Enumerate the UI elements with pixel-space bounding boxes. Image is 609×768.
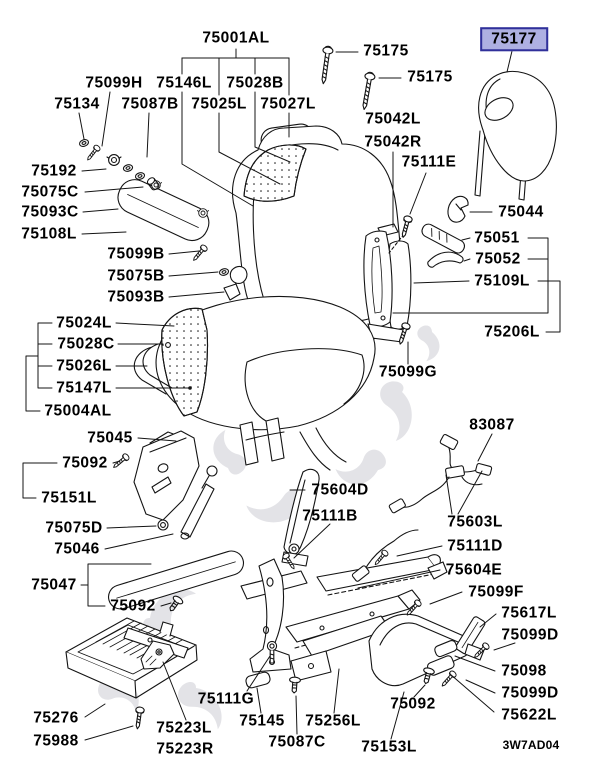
part-label-75177-2: 75177	[480, 27, 548, 51]
part-label-75046-39: 75046	[54, 540, 100, 558]
part-label-75092-45: 75092	[110, 597, 156, 615]
part-label-75153l-56: 75153L	[361, 738, 417, 756]
part-label-75087c-55: 75087C	[268, 733, 326, 751]
seat-rail-frame-drawing	[240, 554, 448, 682]
part-label-75151l-35: 75151L	[41, 489, 97, 507]
part-label-75004al-30: 75004AL	[44, 402, 112, 420]
part-label-75087b-8: 75087B	[121, 95, 179, 113]
part-label-75223r-60: 75223R	[156, 740, 214, 758]
part-label-75093b-20: 75093B	[107, 288, 165, 306]
part-label-75622l-50: 75622L	[501, 706, 557, 724]
part-label-75111d-41: 75111D	[447, 537, 503, 555]
leader-lines	[22, 48, 561, 741]
part-label-75099d-49: 75099D	[501, 684, 559, 702]
part-label-75042r-12: 75042R	[364, 133, 422, 151]
part-label-75042l-11: 75042L	[365, 110, 421, 128]
part-label-75093c-16: 75093C	[21, 203, 79, 221]
part-label-75276-57: 75276	[33, 709, 79, 727]
part-label-75604e-43: 75604E	[445, 561, 503, 579]
part-label-75108l-17: 75108L	[21, 225, 77, 243]
underseat-tray-drawing	[65, 617, 198, 699]
part-label-75026l-28: 75026L	[56, 357, 112, 375]
part-label-75111g-52: 75111G	[197, 690, 255, 708]
part-label-75206l-25: 75206L	[484, 323, 540, 341]
part-label-75175-3: 75175	[407, 68, 453, 86]
part-label-75075d-38: 75075D	[45, 519, 103, 537]
part-label-75099d-47: 75099D	[501, 626, 559, 644]
part-label-83087-32: 83087	[469, 416, 515, 434]
armrest-trim-drawing	[117, 179, 210, 242]
part-label-75098-48: 75098	[501, 662, 547, 680]
part-label-75617l-46: 75617L	[501, 604, 557, 622]
part-label-75075b-19: 75075B	[107, 267, 165, 285]
part-label-75028c-27: 75028C	[57, 335, 115, 353]
recliner-lever-drawing	[281, 468, 419, 582]
wiring-harness-drawing	[388, 433, 493, 514]
part-label-75044-21: 75044	[498, 203, 544, 221]
part-label-75092-34: 75092	[62, 454, 108, 472]
part-label-75099b-18: 75099B	[107, 245, 165, 263]
part-label-75024l-26: 75024L	[56, 314, 112, 332]
part-label-75075c-15: 75075C	[21, 183, 79, 201]
part-label-75045-33: 75045	[87, 429, 133, 447]
part-label-75028b-6: 75028B	[226, 74, 284, 92]
part-label-75051-22: 75051	[474, 229, 520, 247]
part-label-75223l-59: 75223L	[156, 719, 212, 737]
part-label-75092-51: 75092	[390, 695, 436, 713]
part-label-75111b-37: 75111B	[302, 507, 358, 525]
part-label-75052-23: 75052	[475, 250, 521, 268]
diagram-code-3w7ad04-61: 3W7AD04	[502, 738, 560, 752]
part-label-75099g-31: 75099G	[378, 363, 438, 381]
seat-cushion-drawing	[133, 295, 376, 471]
part-label-75988-58: 75988	[33, 732, 79, 750]
part-label-75147l-29: 75147L	[56, 379, 112, 397]
part-label-75145-53: 75145	[239, 712, 285, 730]
recliner-handle-parts-drawing	[421, 195, 469, 268]
part-label-75256l-54: 75256L	[305, 712, 361, 730]
part-label-75603l-40: 75603L	[447, 513, 503, 531]
part-label-75001al-0: 75001AL	[202, 29, 270, 47]
part-label-75025l-9: 75025L	[191, 95, 247, 113]
part-label-75134-7: 75134	[54, 95, 100, 113]
mount-hardware-drawing	[78, 137, 241, 301]
part-label-75047-42: 75047	[31, 576, 77, 594]
part-label-75192-14: 75192	[31, 162, 77, 180]
part-label-75099f-44: 75099F	[468, 583, 524, 601]
part-label-75175-1: 75175	[363, 42, 409, 60]
part-label-75099h-4: 75099H	[85, 74, 143, 92]
headrest-drawing	[474, 71, 557, 201]
part-label-75027l-10: 75027L	[260, 95, 316, 113]
part-label-75604d-36: 75604D	[311, 481, 369, 499]
side-bracket-strut-drawing	[107, 430, 245, 610]
part-label-75109l-24: 75109L	[474, 272, 530, 290]
part-label-75146l-5: 75146L	[156, 74, 212, 92]
part-label-75111e-13: 75111E	[401, 153, 457, 171]
